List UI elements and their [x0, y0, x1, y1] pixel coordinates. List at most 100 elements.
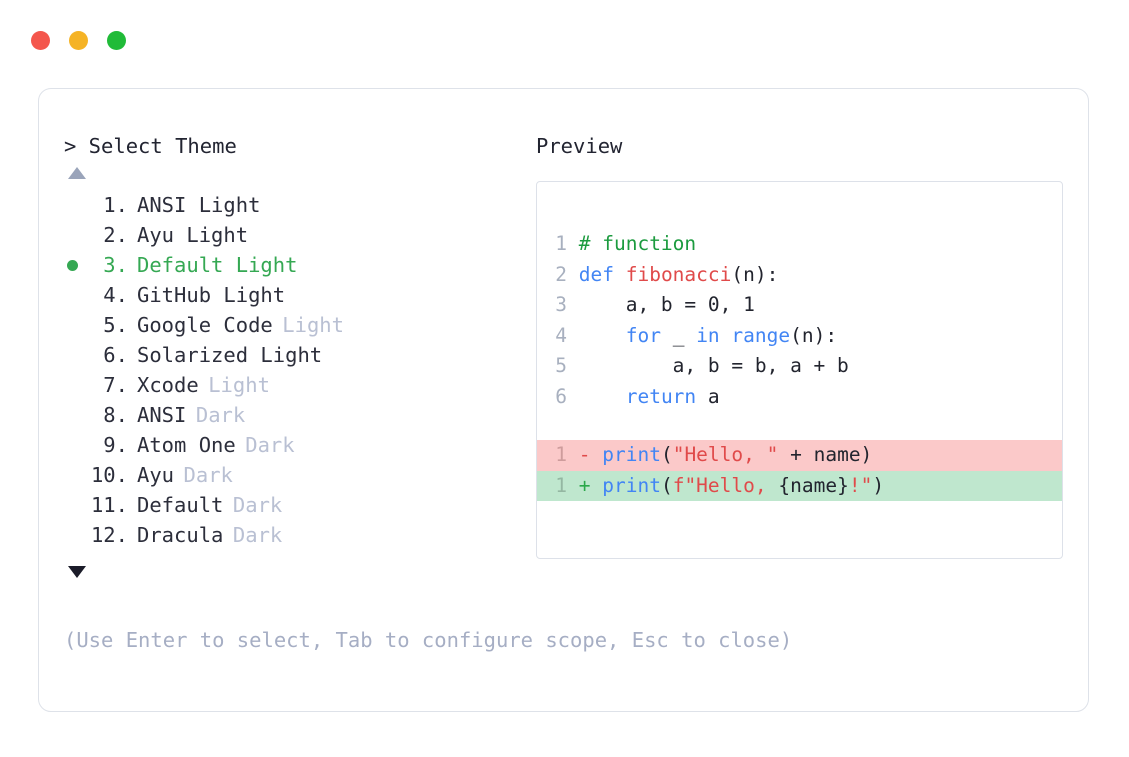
code-token-plain: (n): — [790, 323, 838, 347]
code-line-number: 1 — [555, 232, 567, 255]
theme-item-variant: Light — [282, 313, 344, 337]
code-token-plain — [579, 385, 626, 408]
code-token-string: "Hello, " — [672, 443, 779, 466]
selection-bullet-slot — [64, 370, 90, 400]
code-token-plain: {name} — [778, 473, 849, 497]
minimize-window-dot[interactable] — [69, 31, 88, 50]
theme-item-index: 5. — [90, 313, 128, 337]
selected-bullet-icon — [67, 259, 78, 271]
code-token-keyword: return — [625, 384, 697, 408]
code-line-number: 4 — [555, 323, 567, 347]
theme-list-item[interactable]: 8. ANSI Dark — [64, 400, 534, 430]
theme-item-index: 10. — [90, 463, 128, 487]
theme-item-index: 6. — [90, 343, 128, 367]
selection-bullet-slot — [64, 190, 90, 220]
theme-list-item[interactable]: 10. Ayu Dark — [64, 460, 534, 490]
code-token-keyword: def — [578, 262, 626, 286]
diff-line-del: 1 - print("Hello, " + name) — [537, 440, 1062, 471]
maximize-window-dot[interactable] — [107, 31, 126, 50]
code-line: 6 return a — [553, 382, 1062, 413]
select-theme-heading: > Select Theme — [64, 134, 237, 158]
selection-bullet-slot — [64, 310, 90, 340]
theme-item-name: ANSI — [137, 403, 187, 427]
code-token-comment: # function — [578, 232, 697, 255]
keyboard-hint: (Use Enter to select, Tab to configure s… — [64, 628, 793, 652]
code-line: 5 a, b = b, a + b — [553, 351, 1062, 382]
theme-item-name: Solarized Light — [137, 343, 323, 367]
diff-line-number: 1 — [555, 473, 567, 497]
theme-item-variant: Dark — [232, 493, 283, 517]
theme-item-name: Atom One — [137, 433, 236, 457]
code-preview-box: 1 # function 2 def fibonacci(n):3 a, b = … — [536, 181, 1063, 559]
theme-item-name: Ayu — [137, 463, 175, 487]
selection-bullet-slot — [64, 250, 90, 280]
code-line-number: 5 — [555, 354, 567, 377]
theme-list-item[interactable]: 9. Atom One Dark — [64, 430, 534, 460]
theme-item-name: Dracula — [137, 523, 224, 547]
theme-item-variant: Dark — [245, 433, 295, 457]
theme-selector-card: > Select Theme 1. ANSI Light 2.Ayu Light … — [38, 88, 1089, 712]
theme-list-item[interactable]: 5. Google Code Light — [64, 310, 534, 340]
code-token-func: fibonacci — [625, 262, 732, 286]
code-line: 3 a, b = 0, 1 — [553, 290, 1062, 321]
theme-list[interactable]: 1. ANSI Light 2.Ayu Light 3.Default Light… — [64, 190, 534, 550]
code-line-number: 6 — [555, 384, 567, 408]
selection-bullet-slot — [64, 400, 90, 430]
theme-list-item[interactable]: 2.Ayu Light — [64, 220, 534, 250]
triangle-up-icon[interactable] — [68, 167, 86, 179]
selection-bullet-slot — [64, 520, 90, 550]
theme-list-item[interactable]: 1. ANSI Light — [64, 190, 534, 220]
code-token-string: !" — [848, 473, 873, 497]
code-block: 1 # function 2 def fibonacci(n):3 a, b = … — [537, 229, 1062, 501]
code-token-plain: ( — [660, 443, 673, 466]
triangle-down-icon[interactable] — [68, 566, 86, 578]
theme-list-panel: > Select Theme 1. ANSI Light 2.Ayu Light … — [64, 133, 534, 578]
theme-item-index: 4. — [90, 283, 128, 307]
close-window-dot[interactable] — [31, 31, 50, 50]
code-token-plain: a, b = 0, 1 — [578, 293, 755, 316]
theme-item-name: Google Code — [137, 313, 273, 337]
theme-item-name: Xcode — [137, 373, 199, 397]
code-spacer — [553, 412, 1062, 440]
code-token-keyword: print — [602, 473, 661, 497]
code-token-keyword: print — [602, 443, 661, 466]
theme-item-index: 1. — [90, 193, 128, 217]
code-token-plain: (n): — [731, 262, 779, 286]
theme-list-item[interactable]: 12. Dracula Dark — [64, 520, 534, 550]
theme-item-index: 9. — [90, 433, 128, 457]
theme-list-item[interactable]: 3.Default Light — [64, 250, 534, 280]
theme-item-variant: Dark — [183, 463, 233, 487]
theme-item-variant: Dark — [232, 523, 283, 547]
selection-bullet-slot — [64, 220, 90, 250]
theme-item-variant: Light — [208, 373, 270, 397]
code-token-plain: + name) — [778, 443, 873, 466]
theme-item-name: Default — [137, 493, 224, 517]
selection-bullet-slot — [64, 490, 90, 520]
theme-list-item[interactable]: 7. Xcode Light — [64, 370, 534, 400]
code-token-plain: ( — [660, 473, 673, 497]
theme-item-name: GitHub Light — [137, 283, 286, 307]
code-line: 2 def fibonacci(n): — [553, 260, 1062, 291]
theme-item-variant: Dark — [195, 403, 246, 427]
code-token-plain: ) — [872, 473, 885, 497]
diff-line-number: 1 — [555, 443, 567, 466]
diff-line-add: 1 + print(f"Hello, {name}!") — [537, 470, 1062, 501]
theme-item-index: 7. — [90, 373, 128, 397]
code-token-keyword: for — [625, 323, 661, 347]
theme-item-name: ANSI Light — [137, 193, 261, 217]
code-line-number: 3 — [555, 293, 567, 316]
selection-bullet-slot — [64, 460, 90, 490]
selection-bullet-slot — [64, 430, 90, 460]
code-token-keyword: in range — [696, 323, 791, 347]
selection-bullet-slot — [64, 340, 90, 370]
theme-list-item[interactable]: 4. GitHub Light — [64, 280, 534, 310]
code-token-plain: a — [696, 384, 720, 408]
diff-marker: - — [578, 443, 591, 466]
window-controls — [31, 31, 126, 50]
theme-item-index: 8. — [90, 403, 128, 427]
theme-list-item[interactable]: 6. Solarized Light — [64, 340, 534, 370]
theme-item-index: 12. — [90, 523, 128, 547]
theme-item-name: Ayu Light — [137, 223, 249, 247]
